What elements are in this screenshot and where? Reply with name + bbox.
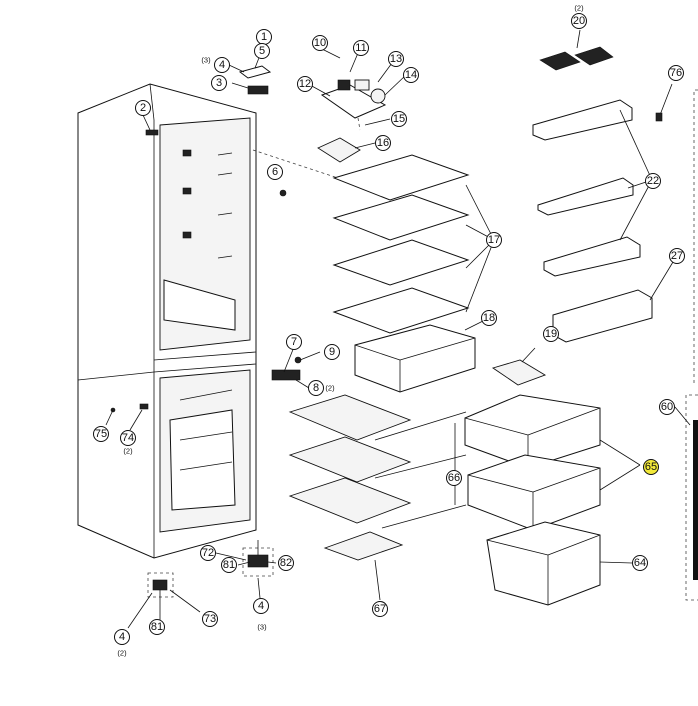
svg-text:13: 13 — [390, 53, 402, 65]
callout-60: 60 — [659, 399, 675, 415]
svg-text:10: 10 — [314, 37, 326, 49]
callout-18: 18 — [481, 310, 497, 326]
svg-text:74: 74 — [122, 432, 134, 444]
bottom-hinges — [127, 540, 277, 629]
quantity-note: (2) — [325, 384, 335, 393]
callout-4-lower: 4 — [253, 598, 269, 614]
middle-hinge — [271, 346, 321, 389]
callout-14: 14 — [403, 67, 419, 83]
svg-text:8: 8 — [313, 382, 319, 394]
callout-15: 15 — [391, 111, 407, 127]
ice-tray — [491, 347, 547, 386]
callout-5: 5 — [254, 43, 270, 59]
svg-text:6: 6 — [272, 166, 278, 178]
svg-text:3: 3 — [216, 77, 222, 89]
callout-76: 76 — [668, 65, 684, 81]
svg-text:18: 18 — [483, 312, 495, 324]
svg-text:66: 66 — [448, 472, 460, 484]
svg-text:5: 5 — [259, 45, 265, 57]
quantity-note: (2) — [574, 4, 584, 13]
svg-text:22: 22 — [647, 175, 659, 187]
svg-text:4: 4 — [119, 631, 125, 643]
svg-text:76: 76 — [670, 67, 682, 79]
freezer-drawers — [464, 394, 641, 606]
callout-4: 4 — [214, 57, 230, 73]
callout-4-left: 4 — [114, 629, 130, 645]
svg-text:15: 15 — [393, 113, 405, 125]
svg-text:75: 75 — [95, 428, 107, 440]
callout-82: 82 — [278, 555, 294, 571]
callout-72: 72 — [200, 545, 216, 561]
svg-text:1: 1 — [261, 31, 267, 43]
glass-shelves — [332, 154, 495, 334]
callout-16: 16 — [375, 135, 391, 151]
left-small-parts — [105, 403, 149, 431]
callout-8: 8 — [308, 380, 324, 396]
svg-text:65: 65 — [645, 461, 657, 473]
svg-text:12: 12 — [299, 78, 311, 90]
svg-text:17: 17 — [488, 234, 500, 246]
callout-74: 74 — [120, 430, 136, 446]
svg-text:16: 16 — [377, 137, 389, 149]
svg-text:4: 4 — [219, 59, 225, 71]
quantity-note: (3) — [201, 56, 211, 65]
freezer-wire-shelves — [288, 394, 467, 601]
callout-2: 2 — [135, 100, 151, 116]
quantity-notes: (3) (2) (2) (2) (3) (2) — [117, 4, 584, 658]
door-bins — [532, 29, 677, 343]
callout-81-lower: 81 — [149, 619, 165, 635]
cabinet — [77, 83, 339, 559]
quantity-note: (3) — [257, 623, 267, 632]
callout-11: 11 — [353, 40, 369, 56]
svg-text:64: 64 — [634, 557, 646, 569]
svg-text:67: 67 — [374, 603, 386, 615]
callout-9: 9 — [324, 344, 340, 360]
callout-1: 1 — [256, 29, 272, 45]
svg-text:20: 20 — [573, 15, 585, 27]
svg-text:7: 7 — [291, 336, 297, 348]
quantity-note: (2) — [123, 447, 133, 456]
svg-text:73: 73 — [204, 613, 216, 625]
callout-81: 81 — [221, 557, 237, 573]
callout-67: 67 — [372, 601, 388, 617]
fan-duct-parts — [309, 47, 407, 163]
callout-3: 3 — [211, 75, 227, 91]
svg-text:9: 9 — [329, 346, 335, 358]
callout-6: 6 — [267, 164, 283, 180]
svg-text:14: 14 — [405, 69, 417, 81]
callout-66: 66 — [446, 470, 462, 486]
svg-text:72: 72 — [202, 547, 214, 559]
quantity-note: (2) — [117, 649, 127, 658]
callout-13: 13 — [388, 51, 404, 67]
svg-text:2: 2 — [140, 102, 146, 114]
svg-text:27: 27 — [671, 250, 683, 262]
callout-73: 73 — [202, 611, 218, 627]
callout-17: 17 — [486, 232, 502, 248]
svg-text:19: 19 — [545, 328, 557, 340]
callout-7: 7 — [286, 334, 302, 350]
svg-text:81: 81 — [151, 621, 163, 633]
svg-text:81: 81 — [223, 559, 235, 571]
svg-text:4: 4 — [258, 600, 264, 612]
callout-27: 27 — [669, 248, 685, 264]
svg-text:60: 60 — [661, 401, 673, 413]
callout-65: 65 — [643, 459, 659, 475]
callout-12: 12 — [297, 76, 313, 92]
chiller-tray — [354, 319, 486, 393]
callout-10: 10 — [312, 35, 328, 51]
callout-19: 19 — [543, 326, 559, 342]
svg-text:11: 11 — [355, 42, 366, 54]
callout-20: 20 — [571, 13, 587, 29]
callout-64: 64 — [632, 555, 648, 571]
callouts: 1 5 4 3 2 6 7 9 8 10 11 12 13 14 15 16 1… — [93, 13, 685, 645]
callout-22: 22 — [645, 173, 661, 189]
callout-75: 75 — [93, 426, 109, 442]
freezer-door — [674, 89, 698, 601]
svg-text:82: 82 — [280, 557, 292, 569]
